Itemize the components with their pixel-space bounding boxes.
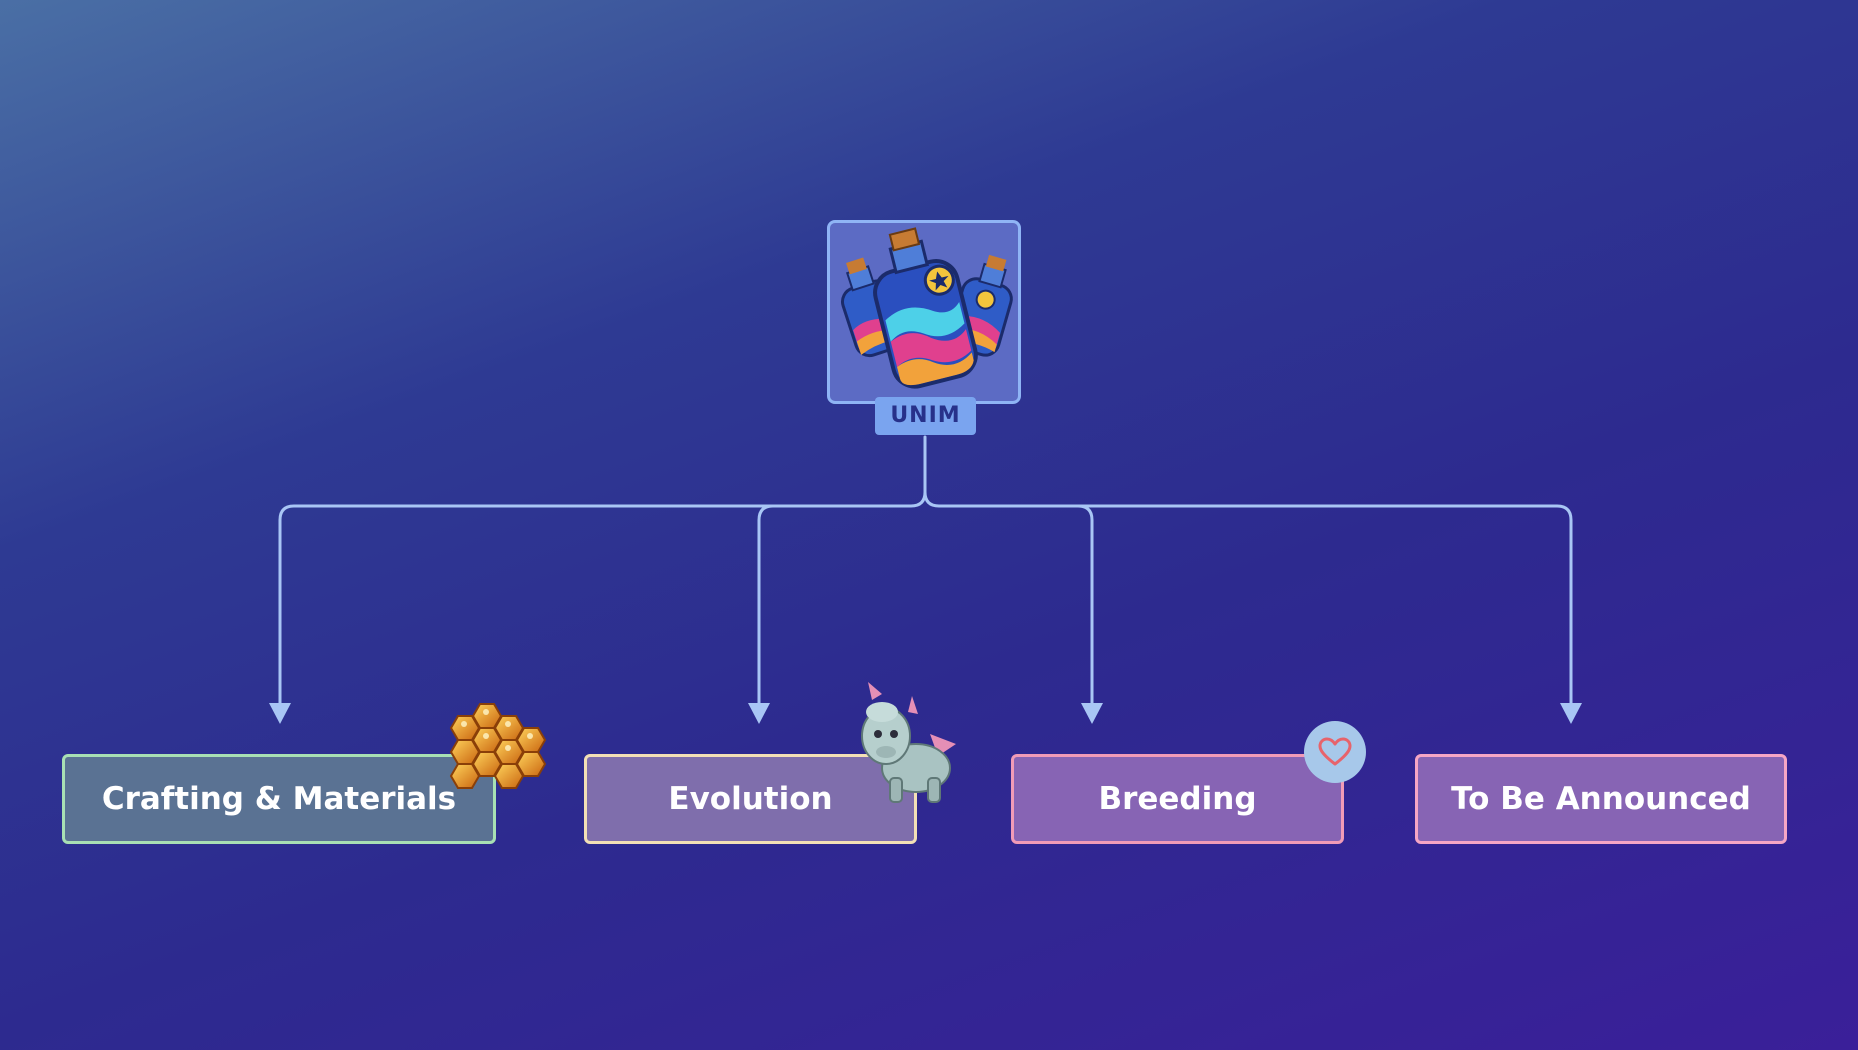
branch-label: To Be Announced bbox=[1451, 781, 1751, 817]
arrowhead-crafting bbox=[269, 703, 291, 724]
heart-badge bbox=[1304, 721, 1366, 783]
branch-evolution: Evolution bbox=[584, 754, 917, 844]
branch-label: Evolution bbox=[668, 781, 833, 817]
branch-breeding: Breeding bbox=[1011, 754, 1344, 844]
token-card bbox=[827, 220, 1021, 404]
potion-bottles-icon bbox=[841, 227, 1013, 389]
connector-evolution bbox=[757, 504, 775, 707]
branch-to-be-announced: To Be Announced bbox=[1415, 754, 1787, 844]
branch-label: Breeding bbox=[1098, 781, 1257, 817]
connector-breeding bbox=[923, 490, 1094, 707]
token-label: UNIM bbox=[875, 397, 976, 435]
connector-tba bbox=[1076, 504, 1573, 707]
unicorn-icon bbox=[861, 682, 956, 803]
arrowhead-tba bbox=[1560, 703, 1582, 724]
arrowhead-evolution bbox=[748, 703, 770, 724]
connector-trunk bbox=[278, 435, 927, 707]
heart-icon bbox=[1318, 737, 1352, 766]
honeycomb-icon bbox=[449, 703, 547, 789]
branch-label: Crafting & Materials bbox=[101, 781, 457, 817]
arrowhead-breeding bbox=[1081, 703, 1103, 724]
branch-crafting-materials: Crafting & Materials bbox=[62, 754, 496, 844]
